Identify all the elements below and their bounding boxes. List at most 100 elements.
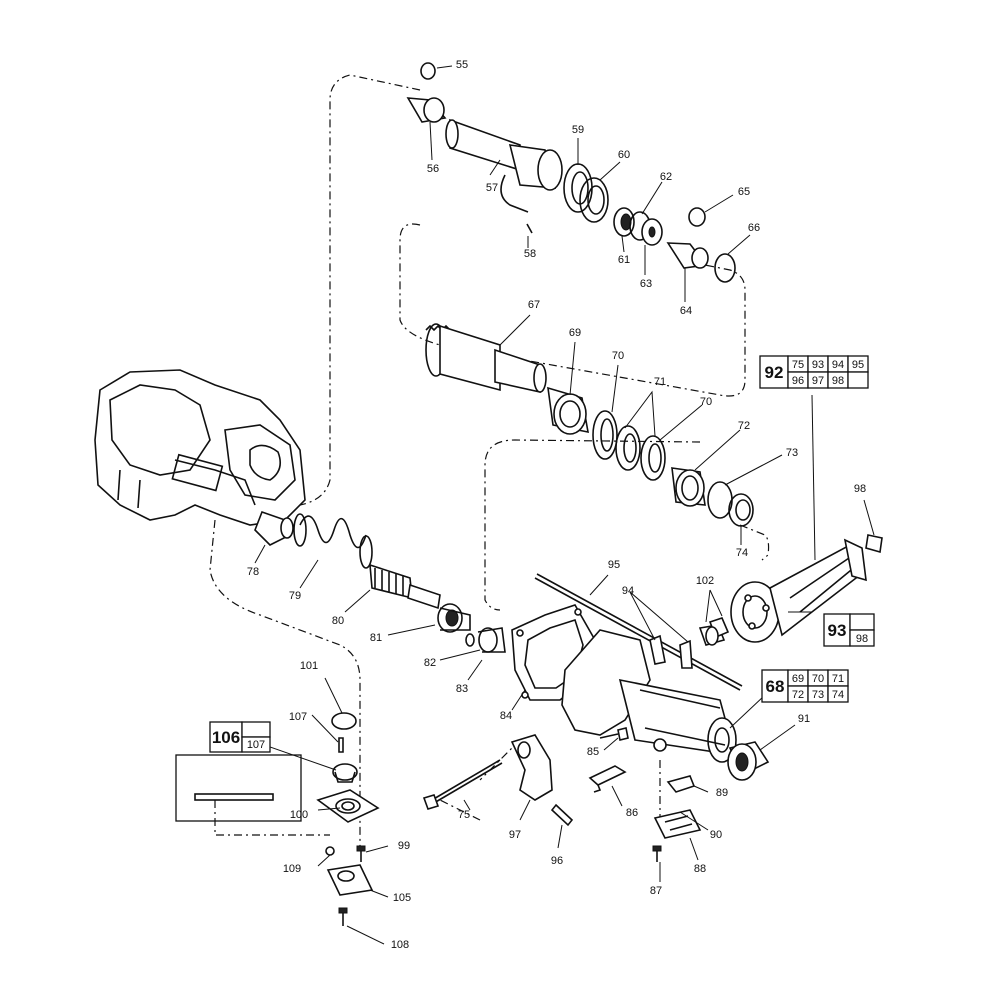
part-106-knob: [332, 763, 358, 783]
label-67: 67: [528, 299, 540, 311]
part-89-clip: [666, 775, 696, 793]
label-79: 79: [289, 590, 301, 602]
part-82-pinion: [465, 627, 506, 653]
label-109: 109: [283, 863, 301, 875]
label-90: 90: [710, 829, 722, 841]
leader-lines: [249, 65, 875, 945]
part-108-screw: [338, 907, 348, 926]
part-74-ring: [728, 493, 754, 527]
part-55-oring: [420, 62, 436, 80]
label-84: 84: [500, 710, 512, 722]
assembly-path-upper: [299, 74, 421, 506]
part-71-rings: [615, 425, 641, 471]
part-labels: 55 56 57 58 59 60 61 62 63 64 65 66 67 6…: [247, 59, 866, 951]
label-105: 105: [393, 892, 411, 904]
kit-93-main: 93: [828, 621, 847, 640]
part-70-ring-upper: [592, 410, 618, 460]
label-60: 60: [618, 149, 630, 161]
gear-housing: [561, 629, 737, 763]
label-86: 86: [626, 807, 638, 819]
label-59: 59: [572, 124, 584, 136]
part-56-sleeve: [406, 97, 447, 123]
label-74: 74: [736, 547, 748, 559]
kit-68-r2c3: 74: [832, 689, 844, 701]
label-72: 72: [738, 420, 750, 432]
label-71: 71: [654, 376, 666, 388]
label-101: 101: [300, 660, 318, 672]
kit-68-main: 68: [766, 677, 785, 696]
part-85-screw: [599, 727, 629, 741]
part-88-plate: [653, 809, 702, 839]
part-80-shaft: [369, 563, 441, 610]
label-78: 78: [247, 566, 259, 578]
kit-68-r2c1: 72: [792, 689, 804, 701]
label-70-lower: 70: [700, 396, 712, 408]
part-100-flange: [316, 789, 380, 823]
label-108: 108: [391, 939, 409, 951]
kit-106-sub: 107: [247, 739, 265, 751]
label-69: 69: [569, 327, 581, 339]
label-107: 107: [289, 711, 307, 723]
part-96-pin: [550, 803, 574, 827]
kit-92-r2c3: 98: [832, 375, 844, 387]
part-75-bolt: [422, 759, 503, 810]
assembly-group-bearing: [484, 439, 701, 611]
label-64: 64: [680, 305, 692, 317]
part-72-bearing: [671, 467, 706, 507]
label-97: 97: [509, 829, 521, 841]
kit-box-93: 93 98: [823, 613, 875, 647]
part-65-oring: [688, 207, 706, 227]
label-99: 99: [398, 840, 410, 852]
part-69-needle-bearing: [547, 386, 589, 435]
label-55: 55: [456, 59, 468, 71]
kit-92-r1c4: 95: [852, 359, 864, 371]
part-57-barrel: [445, 118, 563, 213]
part-87-screw: [652, 845, 662, 862]
kit-92-main: 92: [765, 363, 784, 382]
kit-92-r1c3: 94: [832, 359, 844, 371]
part-62-washer: [629, 211, 663, 246]
motor-housing: [94, 369, 306, 526]
label-62: 62: [660, 171, 672, 183]
label-102: 102: [696, 575, 714, 587]
label-80: 80: [332, 615, 344, 627]
kit-68-r1c1: 69: [792, 673, 804, 685]
part-86-key: [588, 765, 627, 793]
part-60-ring: [579, 177, 609, 223]
part-81-bearing: [437, 603, 471, 633]
label-85: 85: [587, 746, 599, 758]
label-63: 63: [640, 278, 652, 290]
label-81: 81: [370, 632, 382, 644]
part-64-shaft: [666, 242, 709, 269]
kit-92-r1c1: 75: [792, 359, 804, 371]
label-61: 61: [618, 254, 630, 266]
label-89: 89: [716, 787, 728, 799]
assembly-group-gear: [399, 223, 746, 397]
assembly-path-lower: [209, 519, 361, 850]
part-79-spring: [293, 513, 373, 569]
label-91: 91: [798, 713, 810, 725]
label-95: 95: [608, 559, 620, 571]
assembly-path-gasket: [439, 799, 481, 821]
part-94-clips: [649, 634, 693, 669]
part-61-bearing: [613, 207, 635, 237]
label-56: 56: [427, 163, 439, 175]
label-87: 87: [650, 885, 662, 897]
label-94: 94: [622, 585, 634, 597]
label-83: 83: [456, 683, 468, 695]
label-58: 58: [524, 248, 536, 260]
label-82: 82: [424, 657, 436, 669]
part-101-oring: [331, 712, 357, 730]
part-102-sleeves: [698, 617, 730, 646]
part-109-ball: [325, 846, 335, 856]
label-66: 66: [748, 222, 760, 234]
part-70-ring-lower: [640, 435, 666, 481]
label-65: 65: [738, 186, 750, 198]
label-57: 57: [486, 182, 498, 194]
label-73: 73: [786, 447, 798, 459]
label-75: 75: [458, 809, 470, 821]
part-98-cap: [865, 534, 883, 554]
part-95-rod: [534, 573, 743, 691]
part-97-bracket: [510, 734, 553, 801]
inset-detail: [175, 754, 330, 836]
